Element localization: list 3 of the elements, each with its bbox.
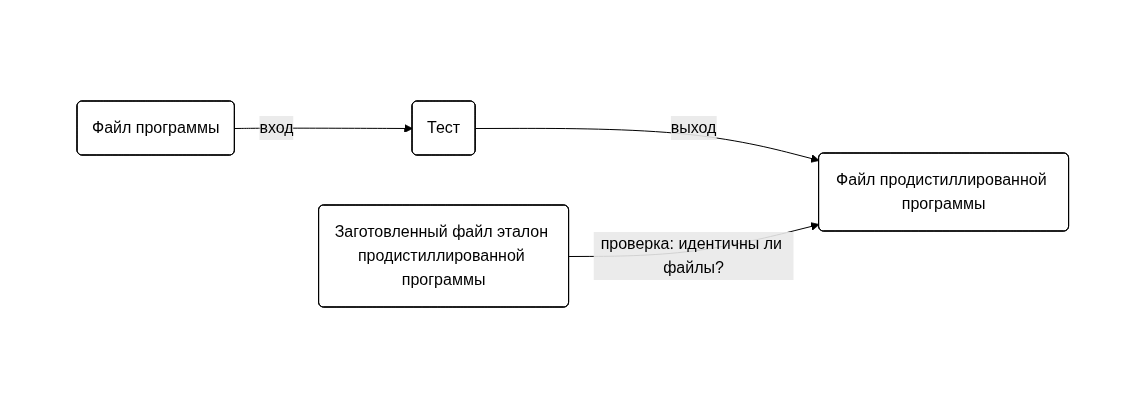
edge-label: вход [259,118,294,136]
edge-label: выход [670,118,717,136]
edge-label: проверка: идентичны ли файлы? [600,234,783,276]
